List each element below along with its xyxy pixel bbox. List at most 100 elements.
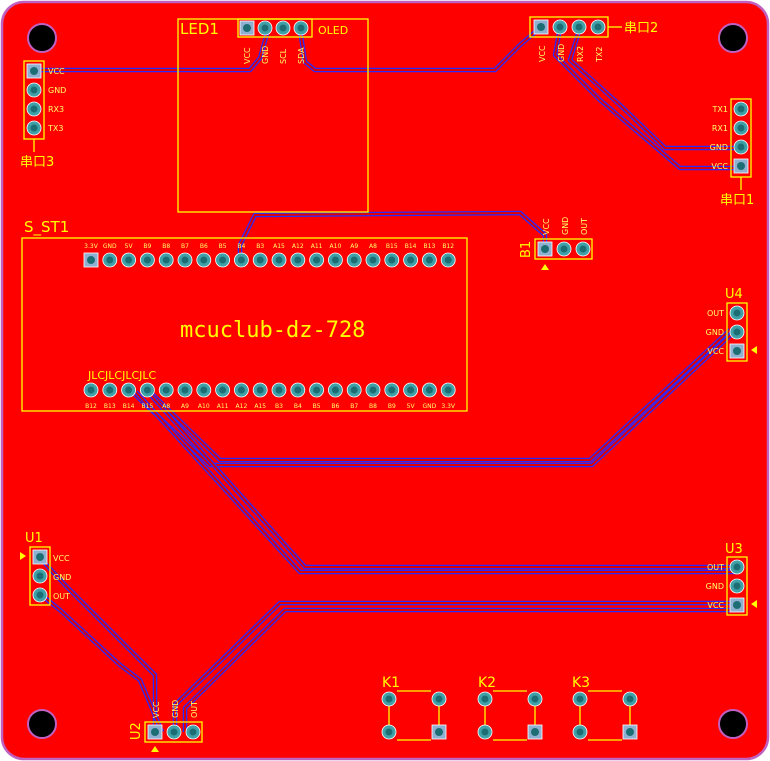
u2-outline	[144, 721, 203, 743]
s-st1-bottom-pin-label: A11	[217, 403, 229, 410]
u2-pin-label: VCC	[152, 701, 161, 718]
traces	[34, 26, 740, 733]
uart1-pad	[733, 139, 749, 155]
k1-ref: K1	[382, 675, 400, 691]
u2-pad	[147, 724, 163, 740]
component-led1[interactable]: LED1 OLED VCC GND SCL SDA	[177, 18, 369, 213]
s-st1-top-pad	[290, 252, 306, 268]
led1-pad	[239, 20, 255, 36]
led1-pin-label: SDA	[297, 47, 306, 64]
mounting-hole-top-left-inner	[33, 29, 51, 47]
u1-pad	[32, 549, 48, 565]
uart1-pin-label: GND	[710, 143, 728, 152]
component-u1[interactable]: U1 VCC GND OUT	[20, 531, 71, 606]
s-st1-bottom-pin-label: A10	[198, 403, 210, 410]
mounting-hole-bottom-right-inner	[724, 715, 742, 733]
s-st1-top-pin-label: B8	[162, 243, 170, 250]
component-k2[interactable]: K2	[477, 675, 543, 741]
component-u3[interactable]: U3 OUT GND VCC	[706, 542, 757, 616]
s-st1-top-pin-label: B14	[405, 243, 417, 250]
component-k3[interactable]: K3	[572, 675, 638, 741]
s-st1-bottom-pad	[271, 382, 287, 398]
b1-pin-label: VCC	[542, 218, 551, 235]
s-st1-bottom-pad	[215, 382, 231, 398]
s-st1-top-pad	[83, 252, 99, 268]
u3-pin-label: VCC	[707, 601, 724, 610]
led1-pin-label: VCC	[243, 47, 252, 64]
uart1-pad	[733, 120, 749, 136]
component-u2[interactable]: U2 VCC GND OUT	[129, 700, 203, 752]
u2-pin-label: GND	[171, 700, 180, 718]
u4-pin-label: VCC	[707, 347, 724, 356]
u3-pin-label: GND	[706, 582, 724, 591]
u2-pad	[166, 724, 182, 740]
s-st1-top-pin-label: B15	[386, 243, 398, 250]
component-k1[interactable]: K1	[381, 675, 447, 741]
uart3-pin-label: VCC	[48, 67, 65, 76]
s-st1-bottom-pad	[309, 382, 325, 398]
s-st1-top-pin-label: 3.3V	[84, 243, 99, 250]
uart2-pad	[552, 19, 568, 35]
led1-pad	[257, 20, 273, 36]
s-st1-top-pad	[365, 252, 381, 268]
b1-pin-label: GND	[561, 217, 570, 235]
s-st1-bottom-pin-label: B14	[123, 403, 135, 410]
led1-pin-label: GND	[261, 46, 270, 64]
button-pad	[572, 691, 588, 707]
button-pad	[381, 724, 397, 740]
s-st1-bottom-pad	[346, 382, 362, 398]
s-st1-bottom-pad	[403, 382, 419, 398]
s-st1-bottom-pin-label: B13	[104, 403, 116, 410]
s-st1-top-pin-label: A10	[330, 243, 342, 250]
s-st1-top-pad	[233, 252, 249, 268]
component-u4[interactable]: U4 OUT GND VCC	[706, 287, 757, 362]
s-st1-top-pin-label: A8	[369, 243, 377, 250]
s-st1-bottom-pad	[252, 382, 268, 398]
b1-pad	[537, 241, 553, 257]
s-st1-top-pin-label: B13	[424, 243, 436, 250]
u2-ref: U2	[129, 722, 144, 740]
s-st1-top-pad	[327, 252, 343, 268]
uart3-pad	[26, 82, 42, 98]
button-pad	[381, 691, 397, 707]
led1-pad	[293, 20, 309, 36]
uart3-pin-label: RX3	[48, 105, 64, 114]
component-uart1[interactable]: 串口1 TX1 RX1 GND VCC	[710, 98, 755, 208]
uart1-pad	[733, 101, 749, 117]
s-st1-top-pad	[196, 252, 212, 268]
component-uart2[interactable]: 串口2 VCC GND RX2 TX2	[529, 16, 658, 63]
u1-ref: U1	[25, 531, 43, 546]
s-st1-bottom-pin-label: B7	[350, 403, 358, 410]
u3-pin-label: OUT	[707, 563, 724, 572]
button-pad	[431, 691, 447, 707]
s-st1-bottom-pin-label: B4	[294, 403, 302, 410]
u1-pad	[32, 568, 48, 584]
k2-ref: K2	[478, 675, 496, 691]
s-st1-top-pad	[252, 252, 268, 268]
b1-outline	[534, 238, 593, 260]
k3-ref: K3	[572, 675, 590, 691]
s-st1-bottom-pad	[158, 382, 174, 398]
u1-pin-label: OUT	[53, 592, 70, 601]
uart2-pin-label: GND	[557, 44, 566, 62]
button-pad	[572, 724, 588, 740]
s-st1-bottom-pad	[102, 382, 118, 398]
s-st1-top-pad	[177, 252, 193, 268]
button-pad	[527, 724, 543, 740]
s-st1-bottom-pad	[421, 382, 437, 398]
s-st1-top-pin-label: B6	[200, 243, 208, 250]
s-st1-top-pin-label: B4	[237, 243, 245, 250]
uart3-pin-label: GND	[48, 86, 66, 95]
u3-ref: U3	[725, 542, 743, 557]
s-st1-top-pad	[139, 252, 155, 268]
component-uart3[interactable]: 串口3 VCC GND RX3 TX3	[20, 60, 66, 170]
s-st1-bottom-pad	[177, 382, 193, 398]
s-st1-top-pad	[403, 252, 419, 268]
button-pad	[477, 724, 493, 740]
uart3-pad	[26, 63, 42, 79]
s-st1-top-pin-label: B9	[143, 243, 151, 250]
s-st1-bottom-pin-label: 3.3V	[441, 403, 456, 410]
component-b1[interactable]: B1 VCC GND OUT	[519, 217, 593, 270]
